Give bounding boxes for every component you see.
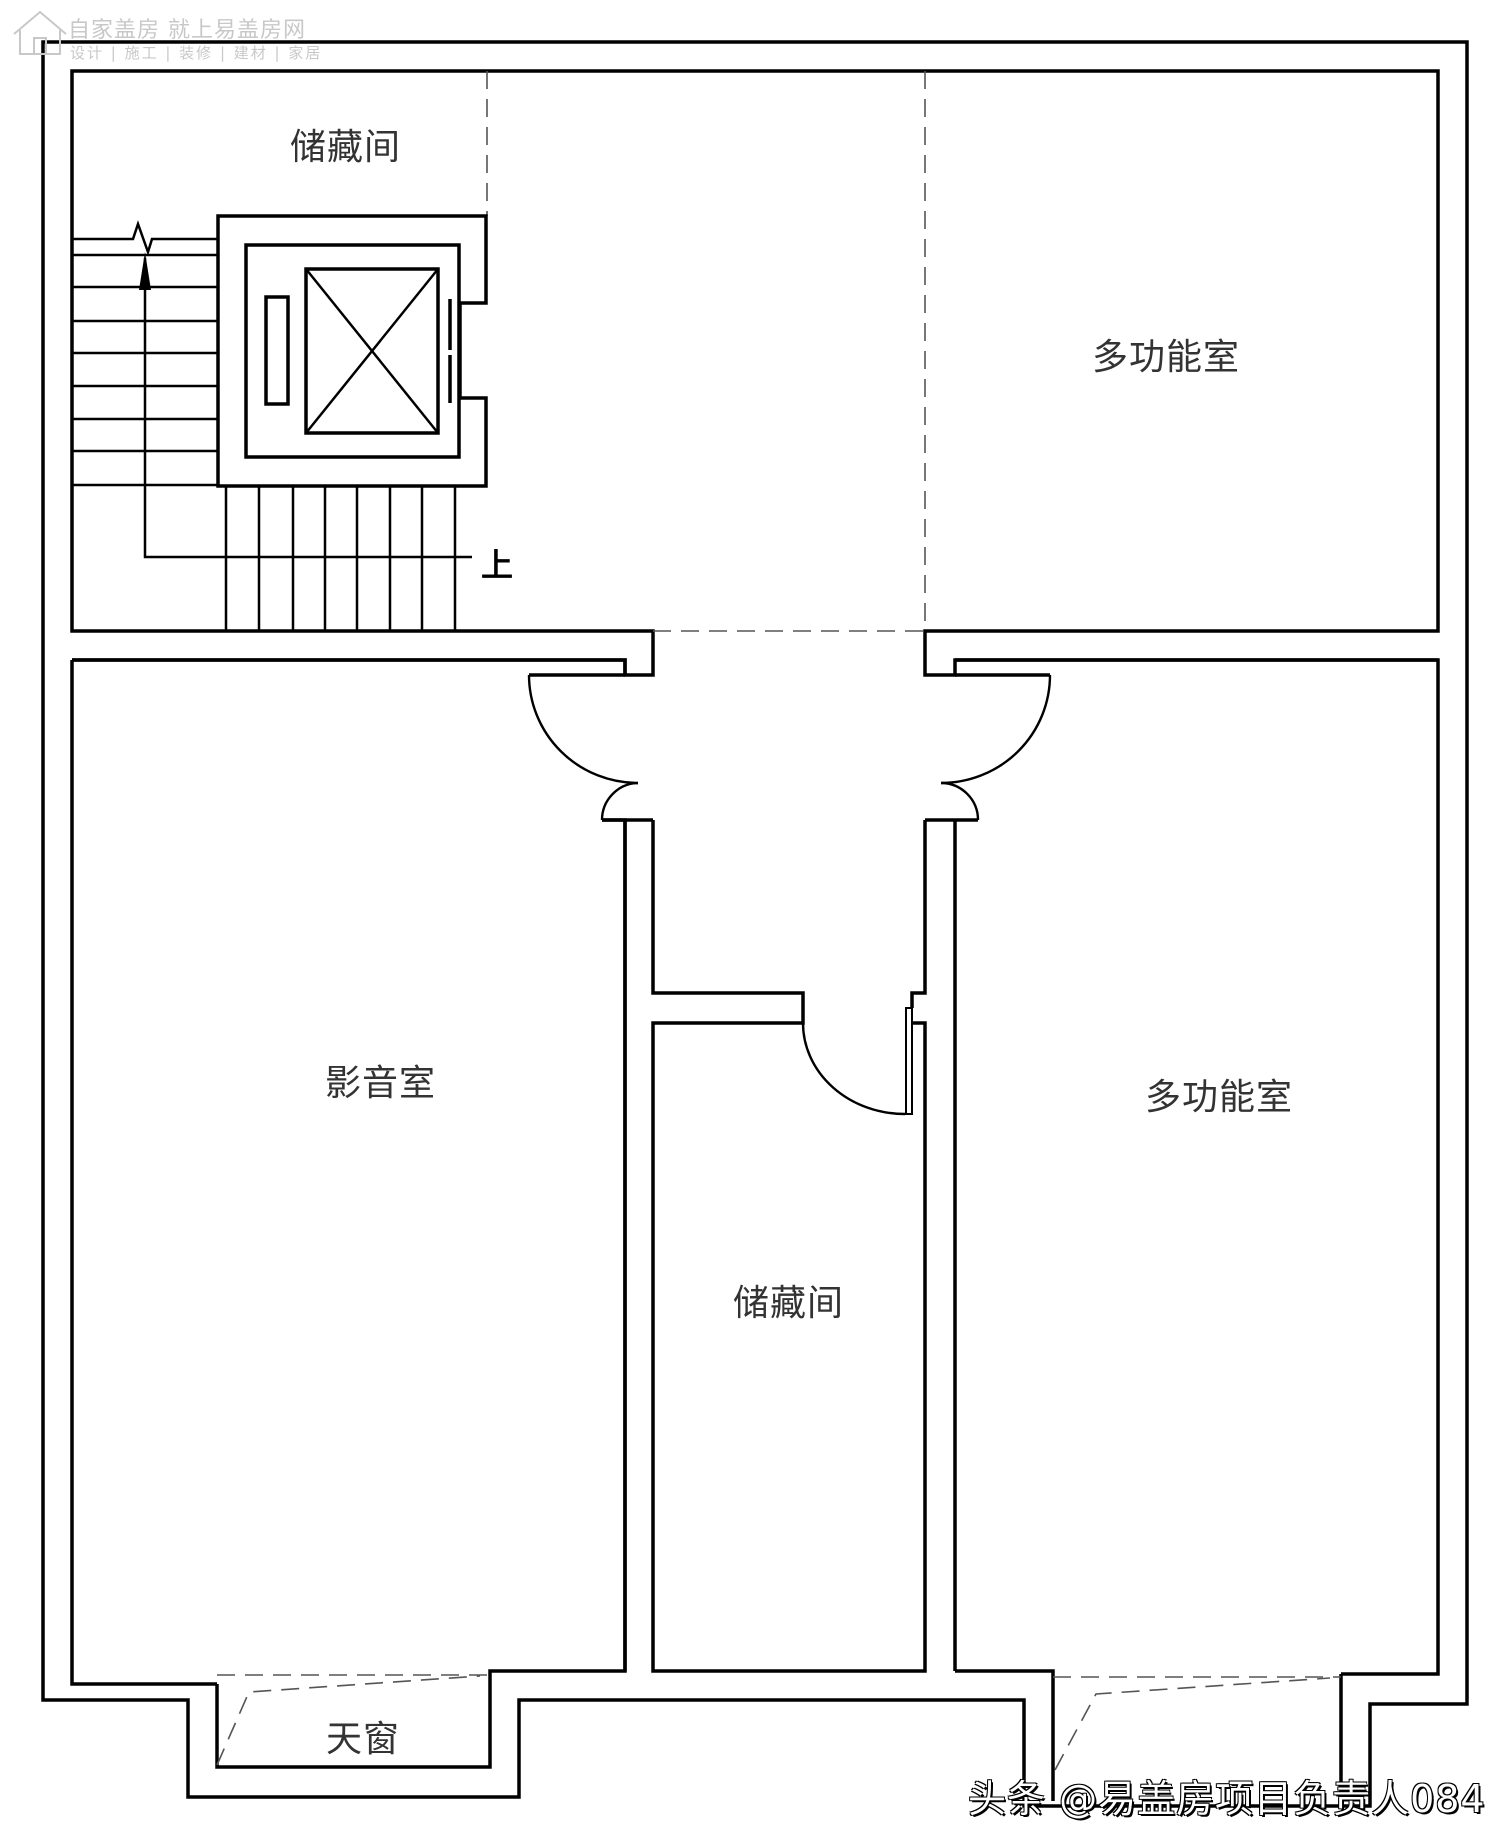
door-theater — [527, 673, 653, 822]
elevator-shaft-inner — [244, 243, 461, 459]
theater-room-wall — [70, 658, 627, 1686]
room-label-multifunction-top: 多功能室 — [1092, 337, 1241, 378]
multifunction-lower-wall — [955, 658, 1440, 1676]
room-label-theater: 影音室 — [325, 1063, 437, 1104]
room-label-multifunction-bottom: 多功能室 — [1145, 1077, 1294, 1118]
skylight-bay-left — [215, 1674, 492, 1769]
watermark-services: 设计 | 施工 | 装修 | 建材 | 家居 — [70, 44, 323, 62]
upper-right-inner-wall — [487, 69, 1440, 677]
watermark-slogan: 自家盖房 就上易盖房网 — [68, 18, 306, 43]
outer-wall — [41, 40, 1469, 1808]
counterweight — [264, 295, 290, 406]
room-label-storage-top: 储藏间 — [290, 127, 402, 168]
door-storage — [801, 1007, 913, 1116]
room-label-storage-bottom: 储藏间 — [733, 1283, 845, 1324]
room-label-skylight: 天窗 — [326, 1719, 401, 1760]
stair-arrow-icon — [139, 252, 472, 559]
house-icon — [13, 10, 67, 55]
elevator-car-icon — [304, 267, 440, 435]
stair-up-label: 上 — [481, 546, 514, 584]
skylight-bay-right — [1051, 1674, 1343, 1801]
stair-treads-bottom — [224, 486, 457, 631]
door-multifunction — [925, 673, 1052, 822]
corridor-left-wall — [651, 820, 927, 1673]
elevator-shaft-outer — [216, 214, 488, 488]
watermark-bottom: 头条 @易盖房项目负责人084 — [968, 1777, 1486, 1821]
corridor-right-wall — [910, 820, 927, 1008]
